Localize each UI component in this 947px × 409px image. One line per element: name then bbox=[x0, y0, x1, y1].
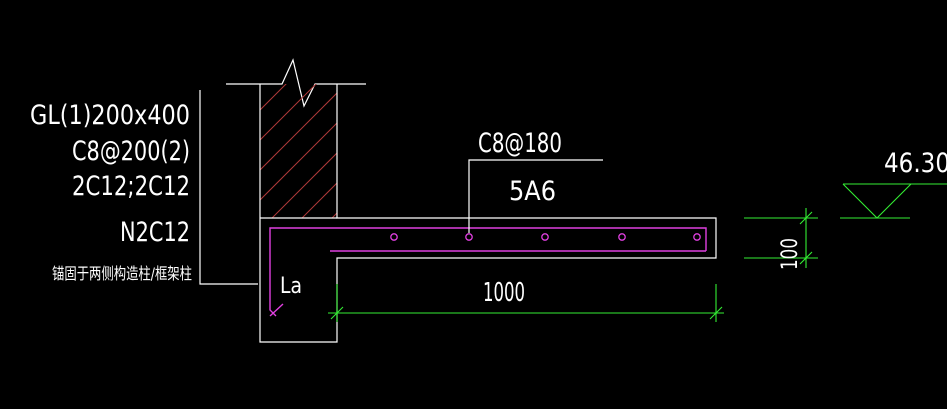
wall-break-line bbox=[226, 58, 366, 108]
elevation-triangle bbox=[842, 183, 912, 219]
distribution-bar bbox=[541, 233, 549, 241]
anchor-note: 锚固于两侧构造柱/框架柱 bbox=[52, 264, 192, 283]
thickness-dimension-text: 100 bbox=[778, 238, 803, 270]
beam-label-line1: GL(1)200x400 bbox=[30, 100, 190, 131]
slab-top-rebar-label: C8@180 bbox=[478, 128, 562, 159]
distribution-bar bbox=[693, 233, 701, 241]
wall-hatch bbox=[260, 84, 337, 218]
overhang-dimension: 1000 bbox=[328, 278, 724, 322]
annotation-leader-line bbox=[199, 90, 258, 285]
distribution-bar bbox=[618, 233, 626, 241]
beam-label-line4: N2C12 bbox=[120, 217, 190, 248]
section-outline bbox=[259, 84, 717, 343]
dimension-tick bbox=[799, 251, 813, 265]
rebar-hook bbox=[269, 303, 284, 317]
beam-label-line3: 2C12;2C12 bbox=[72, 171, 190, 202]
anchorage-label: La bbox=[280, 274, 302, 299]
top-rebar bbox=[269, 227, 707, 317]
elevation-value: 46.30 bbox=[884, 148, 947, 179]
beam-annotation: GL(1)200x400 C8@200(2) 2C12;2C12 N2C12 锚… bbox=[30, 100, 192, 283]
dimension-tick bbox=[799, 211, 813, 225]
rebar-callout-leader bbox=[468, 159, 603, 233]
beam-label-line2: C8@200(2) bbox=[72, 136, 190, 167]
dimension-tick bbox=[709, 306, 723, 320]
distribution-bar bbox=[390, 233, 398, 241]
slab-bottom-rebar-label: 5A6 bbox=[509, 176, 556, 207]
distribution-bar bbox=[465, 233, 473, 241]
distribution-bars bbox=[390, 233, 701, 241]
elevation-marker: 46.30 bbox=[840, 148, 947, 219]
dimension-tick bbox=[330, 306, 344, 320]
thickness-dimension: 100 bbox=[744, 208, 818, 270]
overhang-dimension-text: 1000 bbox=[483, 278, 525, 308]
